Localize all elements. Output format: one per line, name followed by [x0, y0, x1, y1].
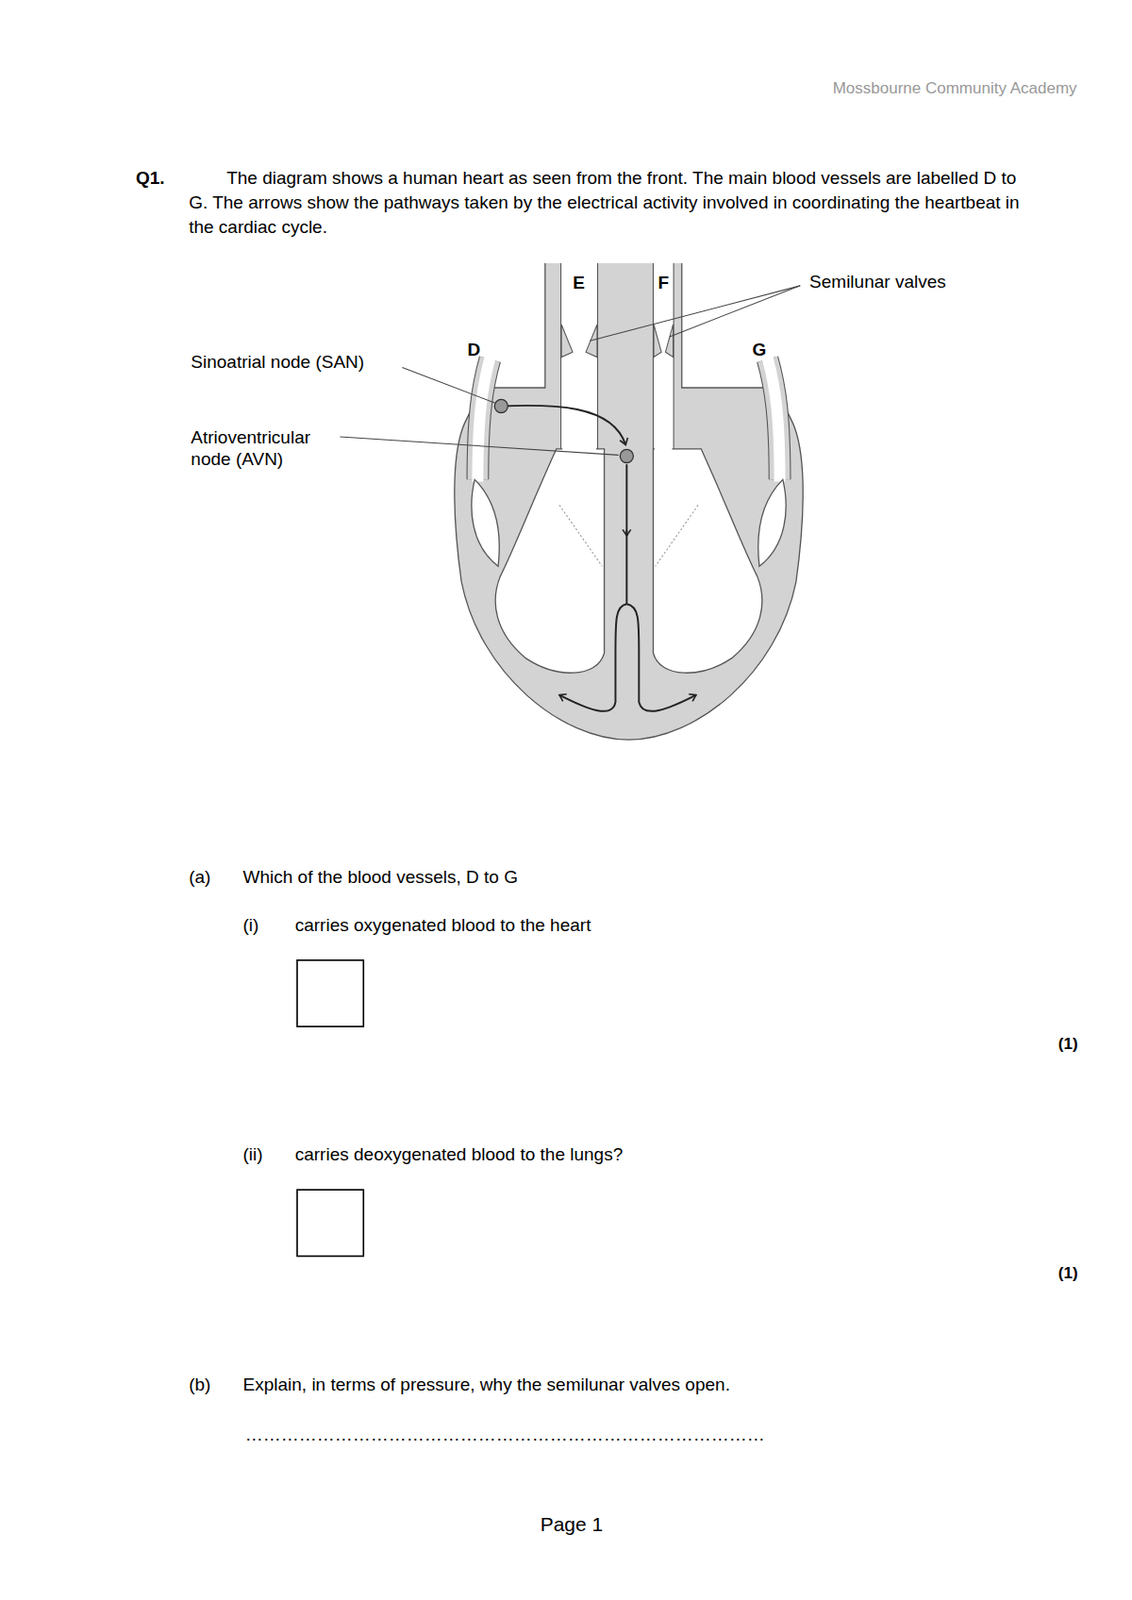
part-number: (i) [243, 915, 260, 937]
leader-line [339, 436, 618, 455]
left-atrium [758, 479, 786, 566]
part-label: Atrioventricular node (AVN) [190, 427, 342, 471]
page-number: Page 1 [540, 1512, 604, 1536]
question-text: Explain, in terms of pressure, why the s… [243, 1374, 731, 1397]
vessel-d-lumen [477, 358, 490, 483]
question-text: carries oxygenated blood to the heart [295, 915, 592, 937]
page-header: Mossbourne Community Academy [832, 79, 1078, 99]
leader-line [401, 366, 495, 403]
question-text: The diagram shows a human heart as seen … [188, 166, 1038, 240]
mark-allocation: (1) [1058, 1034, 1079, 1054]
right-ventricle [495, 449, 604, 673]
part-number: (ii) [243, 1144, 264, 1166]
vessel-letter: F [658, 272, 670, 295]
leader-line [589, 285, 800, 341]
mark-allocation: (1) [1058, 1264, 1079, 1283]
vessel-e-edge [560, 263, 599, 460]
question-text: carries deoxygenated blood to the lungs? [295, 1144, 624, 1166]
part-label: Sinoatrial node (SAN) [190, 351, 365, 374]
vessel-letter: E [572, 272, 585, 295]
valve-flap [653, 324, 662, 358]
vessel-f-lumen [653, 263, 674, 460]
heart-outline [454, 263, 803, 740]
atrioventricular-node [619, 449, 633, 463]
answer-box [297, 1189, 364, 1256]
conduction-arrow [500, 405, 626, 446]
part-label: Semilunar valves [809, 271, 947, 294]
vessel-letter: D [467, 339, 482, 362]
vessel-g-lumen [767, 358, 781, 483]
conduction-arrow [626, 603, 697, 712]
valve-flap [561, 324, 573, 358]
part-number: (b) [188, 1374, 211, 1397]
left-ventricle [652, 449, 762, 673]
sinoatrial-node [494, 399, 508, 413]
answer-line: …………………………………………………………………………… [245, 1424, 766, 1447]
heart-wall [454, 263, 803, 740]
vessel-e-lumen [561, 263, 598, 460]
part-number: (a) [188, 866, 211, 889]
vessel-f-opening [654, 442, 672, 461]
right-atrium [471, 479, 500, 566]
conduction-arrow [559, 603, 627, 712]
valve-tendon [655, 504, 699, 566]
vessel-f-edge [652, 263, 675, 460]
vessel-letter: G [751, 339, 766, 362]
question-number: Q1. [135, 167, 166, 190]
conduction-line [625, 530, 628, 604]
leader-line [669, 285, 800, 337]
valve-flap [665, 324, 673, 358]
question-text: Which of the blood vessels, D to G [243, 866, 518, 889]
answer-box [297, 960, 364, 1027]
valve-tendon [559, 504, 602, 566]
conduction-arrow [625, 464, 628, 536]
